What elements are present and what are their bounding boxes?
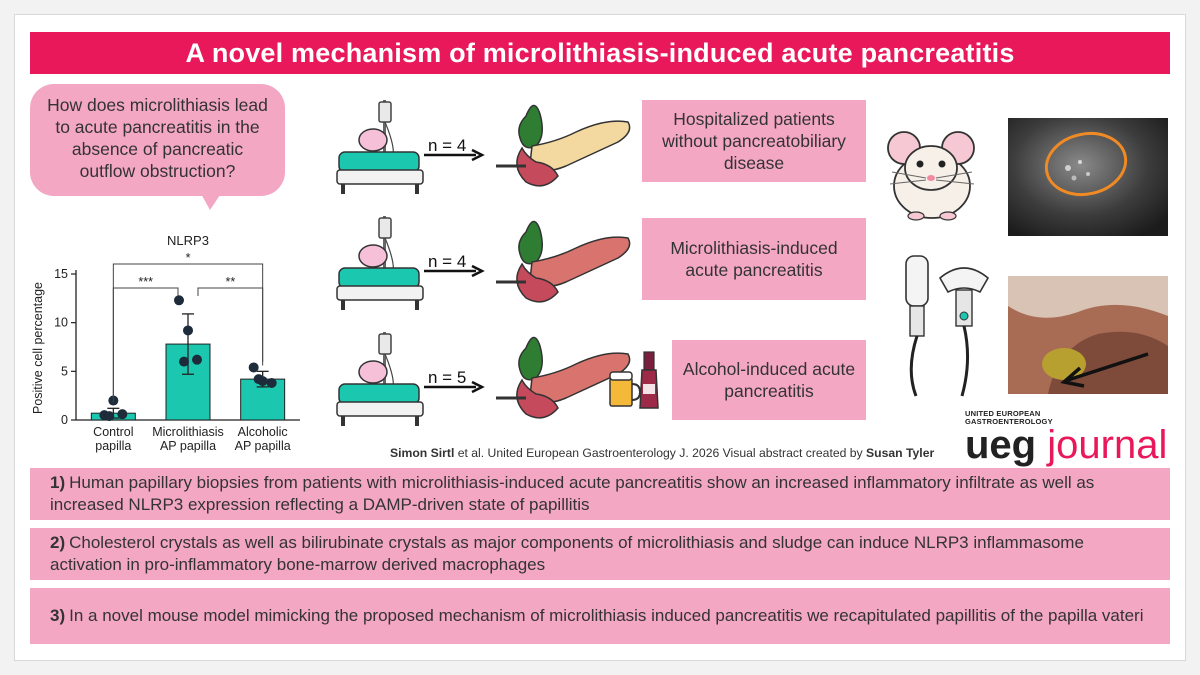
chart-x-tick-label: AP papilla: [160, 439, 216, 453]
arrow-2: [424, 264, 485, 278]
chart-x-tick-label: Microlithiasis: [152, 425, 224, 439]
chart-y-tick-label: 10: [54, 316, 68, 330]
cohort-label-1: Hospitalized patients without pancreatob…: [642, 100, 866, 182]
chart-data-point: [183, 325, 193, 336]
pancreas-illustration-1: [496, 104, 631, 187]
patient-bed-illustration-1: [336, 100, 424, 194]
chart-y-axis-label: Positive cell percentage: [31, 282, 45, 414]
citation-author: Simon Sirtl: [390, 446, 455, 460]
pancreas-illustration-2: [496, 220, 631, 303]
finding-text-2: Cholesterol crystals as well as bilirubi…: [50, 533, 1084, 574]
pancreas-illustration-3: [496, 336, 631, 419]
chart-title: NLRP3: [167, 233, 209, 248]
arrow-3: [424, 380, 485, 394]
chart-data-point: [174, 295, 184, 306]
page-title: A novel mechanism of microlithiasis-indu…: [30, 32, 1170, 74]
chart-x-tick-label: papilla: [95, 439, 131, 453]
chart-data-point: [266, 378, 277, 389]
chart-x-tick-label: AP papilla: [235, 439, 291, 453]
patient-bed-illustration-2: [336, 216, 424, 310]
chart-significance-label: **: [225, 275, 235, 289]
cohort-label-2: Microlithiasis-induced acute pancreatiti…: [642, 218, 866, 300]
citation-middle: et al. United European Gastroenterology …: [454, 446, 867, 460]
cohort-n-2: n = 4: [428, 252, 467, 271]
question-bubble: How does microlithiasis lead to acute pa…: [30, 84, 285, 196]
ultrasound-image: [1008, 118, 1168, 236]
cohort-label-3: Alcohol-induced acute pancreatitis: [672, 340, 866, 420]
chart-y-tick-label: 15: [54, 267, 68, 281]
finding-number-3: 3): [50, 606, 66, 625]
endoscopy-image: [1008, 276, 1168, 394]
chart-data-point: [192, 354, 202, 365]
beer-wine-icon: [609, 351, 659, 409]
finding-3: 3)In a novel mouse model mimicking the p…: [30, 588, 1170, 644]
finding-number-1: 1): [50, 473, 66, 492]
chart-x-tick-label: Alcoholic: [238, 425, 288, 439]
cohort-n-1: n = 4: [428, 136, 467, 155]
logo-word-ueg: ueg: [965, 423, 1037, 467]
chart-y-tick-label: 5: [61, 364, 68, 378]
finding-text-3: In a novel mouse model mimicking the pro…: [69, 606, 1144, 625]
logo-word-journal: journal: [1047, 423, 1168, 467]
citation-creator: Susan Tyler: [866, 446, 935, 460]
chart-data-point: [179, 356, 189, 367]
chart-data-point: [104, 411, 115, 422]
arrow-1: [424, 148, 485, 162]
finding-number-2: 2): [50, 533, 66, 552]
question-bubble-tail: [200, 192, 222, 210]
cohort-n-3: n = 5: [428, 368, 467, 387]
chart-data-point: [248, 362, 259, 373]
chart-significance-label: ***: [138, 275, 153, 289]
chart-data-point: [117, 409, 128, 420]
finding-text-1: Human papillary biopsies from patients w…: [50, 473, 1095, 514]
finding-2: 2)Cholesterol crystals as well as biliru…: [30, 528, 1170, 580]
ultrasound-probe-icon: [905, 255, 990, 397]
logo-small-line-2: GASTROENTEROLOGY: [965, 417, 1053, 426]
patient-bed-illustration-3: [336, 332, 424, 426]
citation-text: Simon Sirtl et al. United European Gastr…: [390, 446, 934, 460]
chart-significance-bracket: [112, 263, 264, 399]
mouse-illustration: [887, 131, 975, 221]
finding-1: 1)Human papillary biopsies from patients…: [30, 468, 1170, 520]
chart-significance-label: *: [186, 251, 191, 265]
chart-y-tick-label: 0: [61, 413, 68, 427]
ueg-journal-logo: UNITED EUROPEAN GASTROENTEROLOGY ueg jou…: [965, 410, 1175, 466]
chart-data-point: [253, 374, 264, 385]
chart-x-tick-label: Control: [93, 425, 133, 439]
logo-small-line-1: UNITED EUROPEAN: [965, 409, 1041, 418]
